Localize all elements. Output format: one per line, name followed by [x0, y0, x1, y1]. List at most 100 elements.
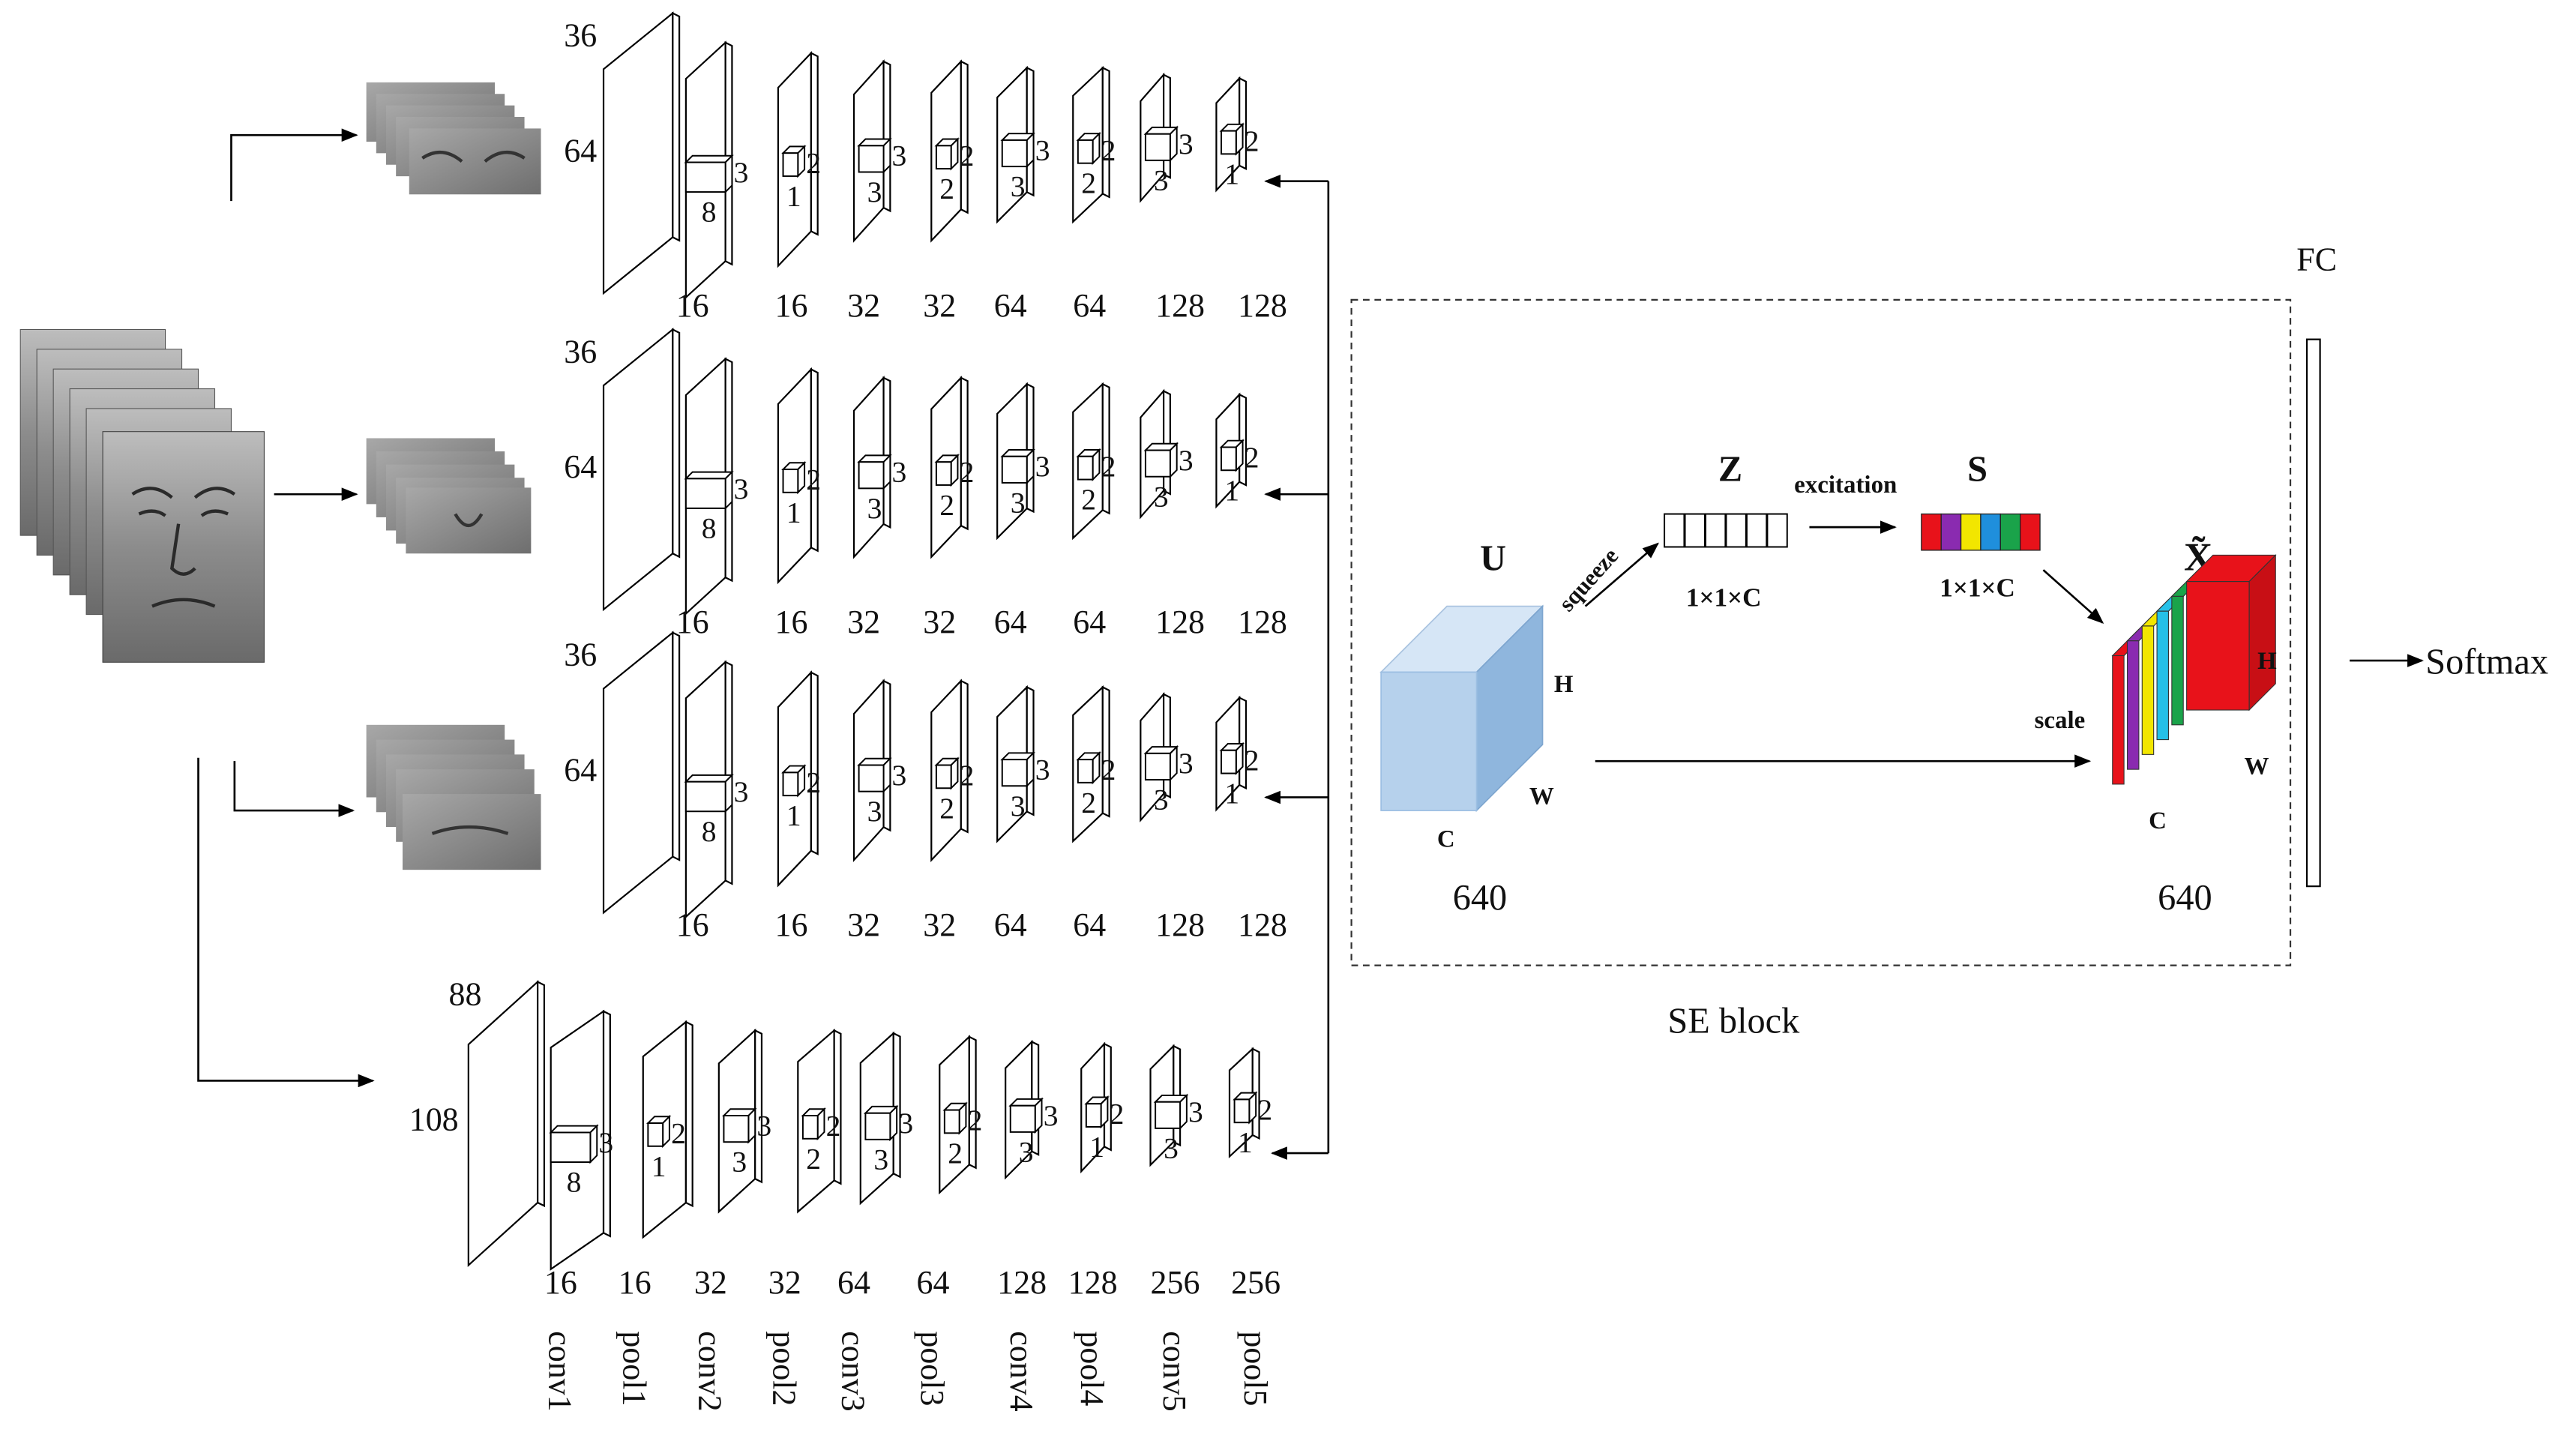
- kernel-side-label: 3: [1179, 747, 1194, 780]
- kernel-cube-top: [549, 1125, 599, 1134]
- u-label: U: [1480, 538, 1506, 578]
- kernel-bottom-label: 8: [567, 1166, 582, 1199]
- kernel-side-label: 2: [960, 456, 975, 489]
- kernel-side-label: 2: [806, 766, 821, 799]
- feature-map-slab-edge: [833, 1029, 842, 1185]
- kernel-side-label: 2: [1245, 744, 1260, 777]
- feature-map-slab-edge: [882, 376, 891, 529]
- kernel-bottom-label: 1: [651, 1149, 666, 1182]
- kernel-cube: [943, 1109, 960, 1134]
- input-slab-edge: [672, 11, 681, 242]
- kernel-cube-top: [684, 774, 734, 783]
- fc-label: FC: [2296, 241, 2337, 277]
- s-cell: [1999, 513, 2021, 551]
- kernel-bottom-label: 1: [1224, 157, 1239, 190]
- kernel-side-label: 2: [806, 147, 821, 180]
- kernel-bottom-label: 3: [1011, 487, 1026, 520]
- feature-map-slab-edge: [1026, 382, 1035, 514]
- merge-connectors: [1264, 174, 1330, 1160]
- eyes-crop-stack: [366, 82, 541, 195]
- kernel-bottom-label: 3: [1164, 1131, 1179, 1164]
- kernel-bottom-label: 2: [939, 172, 954, 205]
- feature-map-slab-edge: [960, 60, 969, 214]
- kernel-bottom-label: 2: [1081, 483, 1096, 516]
- input-width-label: 64: [564, 132, 597, 169]
- kernel-bottom-label: 3: [1154, 783, 1169, 816]
- kernel-bottom-label: 2: [1081, 166, 1096, 199]
- kernel-side-label: 3: [1179, 127, 1194, 160]
- kernel-cube: [684, 478, 726, 509]
- kernel-cube: [1221, 446, 1237, 472]
- kernel-cube: [1001, 455, 1028, 484]
- kernel-bottom-label: 1: [1224, 474, 1239, 507]
- channel-count-label: 64: [994, 906, 1027, 943]
- channel-count-label: 32: [768, 1264, 801, 1301]
- se-block-frame: [1350, 298, 2292, 966]
- kernel-bottom-label: 2: [939, 489, 954, 522]
- kernel-cube-side: [1179, 1093, 1188, 1131]
- kernel-side-label: 3: [734, 775, 749, 808]
- softmax-label: Softmax: [2425, 643, 2548, 682]
- kernel-cube-side: [889, 1104, 898, 1142]
- input-slab: [602, 631, 674, 915]
- kernel-cube-side: [882, 137, 891, 174]
- feature-map-slab-edge: [1163, 693, 1171, 798]
- feature-map-slab-edge: [810, 671, 819, 855]
- kernel-cube: [1077, 139, 1094, 164]
- layer-name-pool1: pool1: [616, 1331, 652, 1406]
- kernel-bottom-label: 1: [1224, 777, 1239, 810]
- kernel-cube-side: [1169, 744, 1178, 782]
- kernel-bottom-label: 2: [1081, 786, 1096, 819]
- kernel-side-label: 2: [968, 1104, 983, 1137]
- kernel-cube-side: [1026, 448, 1035, 485]
- kernel-bottom-label: 1: [786, 799, 801, 832]
- x-h-label: H: [2257, 648, 2277, 675]
- kernel-cube: [1144, 133, 1171, 161]
- kernel-cube: [1001, 759, 1028, 787]
- kernel-side-label: 2: [1101, 753, 1116, 786]
- kernel-bottom-label: 3: [1011, 789, 1026, 822]
- input-width-label: 64: [564, 448, 597, 485]
- input-width-label: 108: [409, 1101, 459, 1137]
- kernel-cube: [935, 461, 952, 486]
- feature-map-slab-edge: [724, 357, 733, 583]
- se-block: SE block U H W C 640 squeeze Z 1×1×C exc…: [1350, 298, 2292, 1041]
- channel-count-label: 128: [1068, 1264, 1118, 1301]
- kernel-cube-side: [1169, 125, 1178, 163]
- z-label: Z: [1718, 450, 1742, 490]
- channel-count-label: 128: [1155, 604, 1205, 640]
- layer-name-conv5: conv5: [1156, 1331, 1193, 1411]
- channel-count-label: 128: [1238, 287, 1287, 324]
- kernel-cube: [1144, 752, 1171, 781]
- kernel-cube-side: [724, 154, 733, 194]
- x-slab: [2112, 655, 2125, 785]
- channel-count-label: 16: [676, 287, 709, 324]
- kernel-bottom-label: 8: [702, 511, 717, 544]
- kernel-bottom-label: 8: [702, 815, 717, 848]
- kernel-bottom-label: 3: [867, 492, 882, 525]
- kernel-cube-side: [882, 756, 891, 794]
- x-w-label: W: [2245, 753, 2269, 780]
- u-c-label: C: [1437, 825, 1455, 852]
- feature-map-slab-edge: [1026, 66, 1035, 197]
- kernel-cube: [935, 764, 952, 789]
- channel-count-label: 256: [1151, 1264, 1200, 1301]
- kernel-cube: [723, 1115, 750, 1143]
- layer-name-pool4: pool4: [1074, 1331, 1110, 1406]
- channel-count-label: 32: [847, 287, 880, 324]
- kernel-cube: [684, 780, 726, 813]
- kernel-cube-side: [1169, 442, 1178, 479]
- face-features: [131, 487, 236, 608]
- channel-count-label: 128: [1238, 604, 1287, 640]
- kernel-side-label: 3: [598, 1126, 613, 1159]
- layer-name-pool3: pool3: [914, 1331, 951, 1406]
- mouth-mark: [431, 825, 509, 835]
- kernel-side-label: 2: [826, 1109, 841, 1142]
- kernel-side-label: 2: [960, 139, 975, 172]
- kernel-cube: [1001, 139, 1028, 168]
- kernel-cube: [1009, 1104, 1036, 1133]
- kernel-cube: [782, 771, 799, 797]
- kernel-cube: [684, 161, 726, 193]
- kernel-cube-side: [589, 1124, 598, 1164]
